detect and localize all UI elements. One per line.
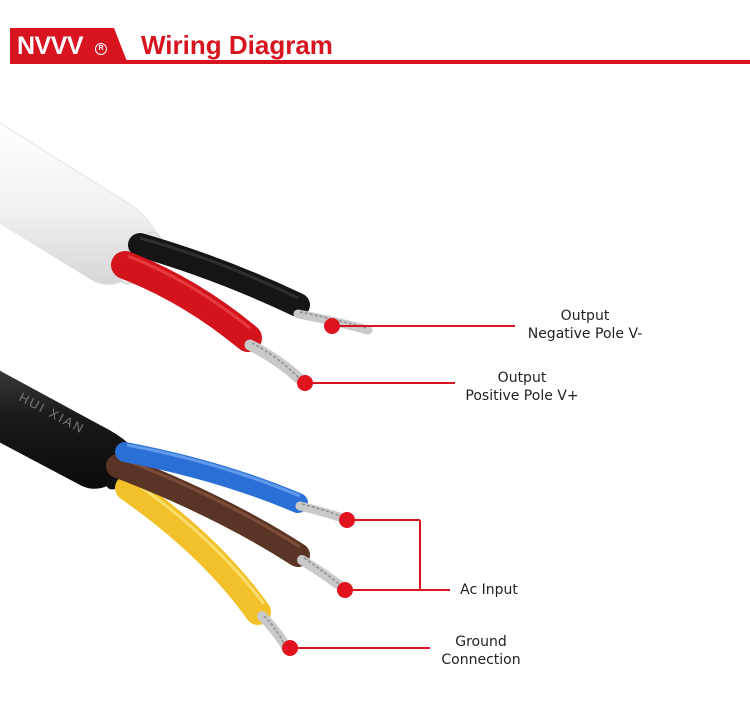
label-line: Output [522, 307, 648, 325]
label-line: Connection [432, 651, 530, 669]
label-ground-connection: Ground Connection [432, 633, 530, 669]
label-line: Negative Pole V- [522, 325, 648, 343]
dot-brown [337, 582, 353, 598]
label-output-positive: Output Positive Pole V+ [460, 369, 584, 405]
dot-ground [282, 640, 298, 656]
label-output-negative: Output Negative Pole V- [522, 307, 648, 343]
label-line: Ground [432, 633, 530, 651]
dot-negative [324, 318, 340, 334]
label-ac-input: Ac Input [452, 581, 526, 599]
label-line: Positive Pole V+ [460, 387, 584, 405]
dot-positive [297, 375, 313, 391]
dot-blue [339, 512, 355, 528]
label-line: Output [460, 369, 584, 387]
